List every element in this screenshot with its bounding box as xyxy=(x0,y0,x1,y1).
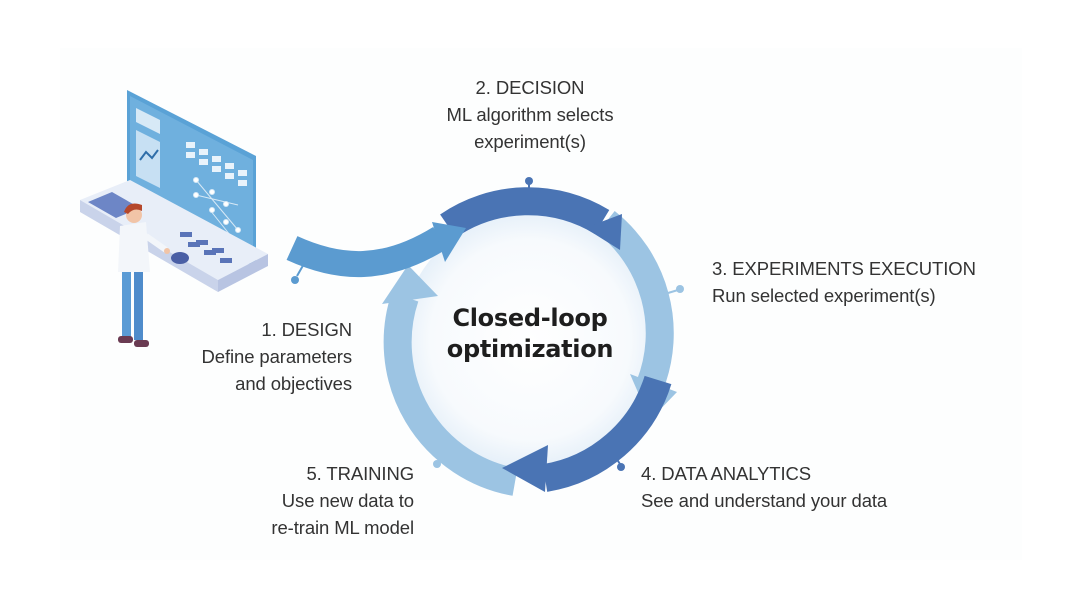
step-design-heading: 1. DESIGN xyxy=(261,319,352,340)
pin-design xyxy=(291,261,306,284)
pin-analytics xyxy=(611,451,625,471)
arc-decision-to-execution xyxy=(440,187,610,238)
arc-execution-to-analytics xyxy=(597,211,674,391)
step-decision-heading: 2. DECISION xyxy=(475,77,585,98)
pin-training xyxy=(433,450,449,468)
arrowhead-analytics-to-training xyxy=(502,445,548,492)
arc-training-to-design xyxy=(383,292,518,496)
diagram-title-line-1: Closed-loop xyxy=(452,304,608,332)
step-decision-line-1: ML algorithm selects xyxy=(446,104,614,125)
step-analytics-line-1: See and understand your data xyxy=(641,490,888,511)
entry-swoosh xyxy=(286,226,447,278)
step-execution-line-1: Run selected experiment(s) xyxy=(712,285,936,306)
step-design-line-2: and objectives xyxy=(235,373,352,394)
arrowhead-design-to-decision xyxy=(432,222,466,262)
step-analytics-label: 4. DATA ANALYTICS See and understand you… xyxy=(641,460,887,514)
pin-execution xyxy=(667,285,684,294)
step-design-line-1: Define parameters xyxy=(201,346,353,367)
arrowhead-decision-to-execution xyxy=(585,214,622,250)
step-training-label: 5. TRAINING Use new data to re-train ML … xyxy=(210,460,414,541)
pin-decision xyxy=(525,177,533,196)
step-analytics-heading: 4. DATA ANALYTICS xyxy=(641,463,811,484)
inner-disc xyxy=(402,212,658,468)
diagram-title-line-2: optimization xyxy=(446,335,614,363)
step-decision-line-2: experiment(s) xyxy=(474,131,586,152)
diagram-title: Closed-loop optimization xyxy=(430,303,630,365)
step-execution-label: 3. EXPERIMENTS EXECUTION Run selected ex… xyxy=(712,255,976,309)
arrowhead-training-to-design xyxy=(382,265,438,304)
step-decision-label: 2. DECISION ML algorithm selects experim… xyxy=(392,74,668,155)
step-training-heading: 5. TRAINING xyxy=(306,463,414,484)
step-training-line-2: re-train ML model xyxy=(271,517,414,538)
step-design-label: 1. DESIGN Define parameters and objectiv… xyxy=(150,316,353,397)
scientist-at-control-panel-illustration xyxy=(80,90,268,347)
step-training-line-1: Use new data to xyxy=(281,490,414,511)
step-execution-heading: 3. EXPERIMENTS EXECUTION xyxy=(712,258,976,279)
arc-analytics-to-training xyxy=(542,375,672,492)
